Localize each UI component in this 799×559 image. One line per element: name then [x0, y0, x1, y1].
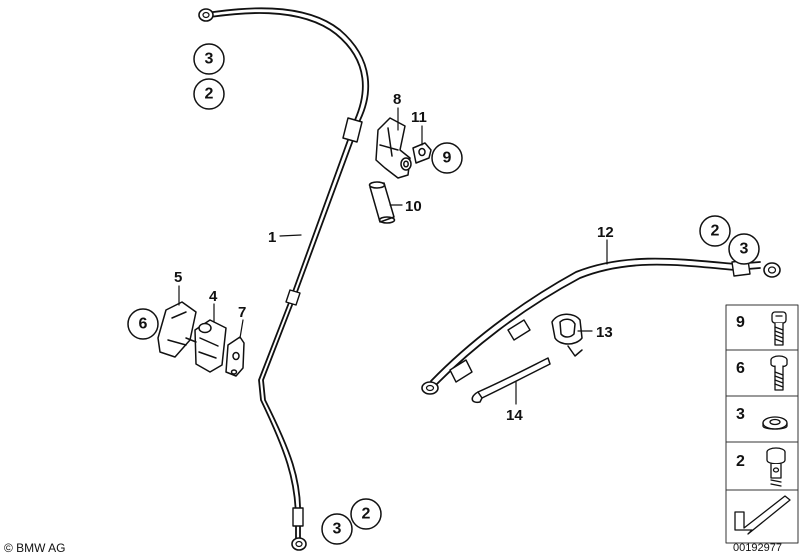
callout-circles: [127, 43, 760, 545]
callout-2-bottom: 2: [362, 506, 371, 523]
legend-labels: 9 6 3 2: [736, 314, 745, 470]
banjo-bolt-icon: [766, 447, 786, 487]
cable-tie-14: [471, 357, 551, 404]
callout-3-right: 3: [740, 241, 749, 258]
callout-2-right: 2: [711, 223, 720, 240]
leader-lines: [178, 107, 608, 405]
callout-2-top: 2: [205, 86, 214, 103]
callout-5: 5: [174, 269, 182, 286]
washer-icon: [762, 416, 788, 430]
callout-14: 14: [506, 407, 523, 424]
brake-line-12: [421, 257, 781, 395]
front-arrow-icon: [734, 495, 791, 535]
document-number: 00192977: [733, 542, 782, 554]
callout-1: 1: [268, 229, 276, 246]
callout-11: 11: [411, 109, 427, 126]
callout-12: 12: [597, 224, 614, 241]
callout-13: 13: [596, 324, 613, 341]
legend-label-2: 2: [736, 453, 745, 470]
callout-7: 7: [238, 304, 246, 321]
clip-13: [551, 313, 583, 357]
callout-9: 9: [443, 150, 452, 167]
callout-3-top: 3: [205, 51, 214, 68]
callout-6: 6: [139, 316, 148, 333]
bolt-medium-icon: [770, 355, 788, 391]
clamp-assembly-4-5-7: [157, 301, 245, 377]
callout-labels: 1 3 2 8 11 9 10 5 4 7 6 12 2 3 13 14 3 2: [139, 51, 749, 538]
brake-line-1: [198, 7, 370, 551]
copyright-text: © BMW AG: [4, 541, 66, 555]
clamp-holder-8: [375, 117, 412, 179]
callout-8: 8: [393, 91, 401, 108]
legend-label-3: 3: [736, 406, 745, 423]
callout-4: 4: [209, 288, 218, 305]
legend-label-6: 6: [736, 360, 745, 377]
sleeve-10: [368, 181, 396, 224]
legend-label-9: 9: [736, 314, 745, 331]
callout-10: 10: [405, 198, 422, 215]
clamp-plate-11: [412, 142, 432, 164]
bolt-long-icon: [771, 311, 787, 346]
callout-3-bottom: 3: [333, 521, 342, 538]
